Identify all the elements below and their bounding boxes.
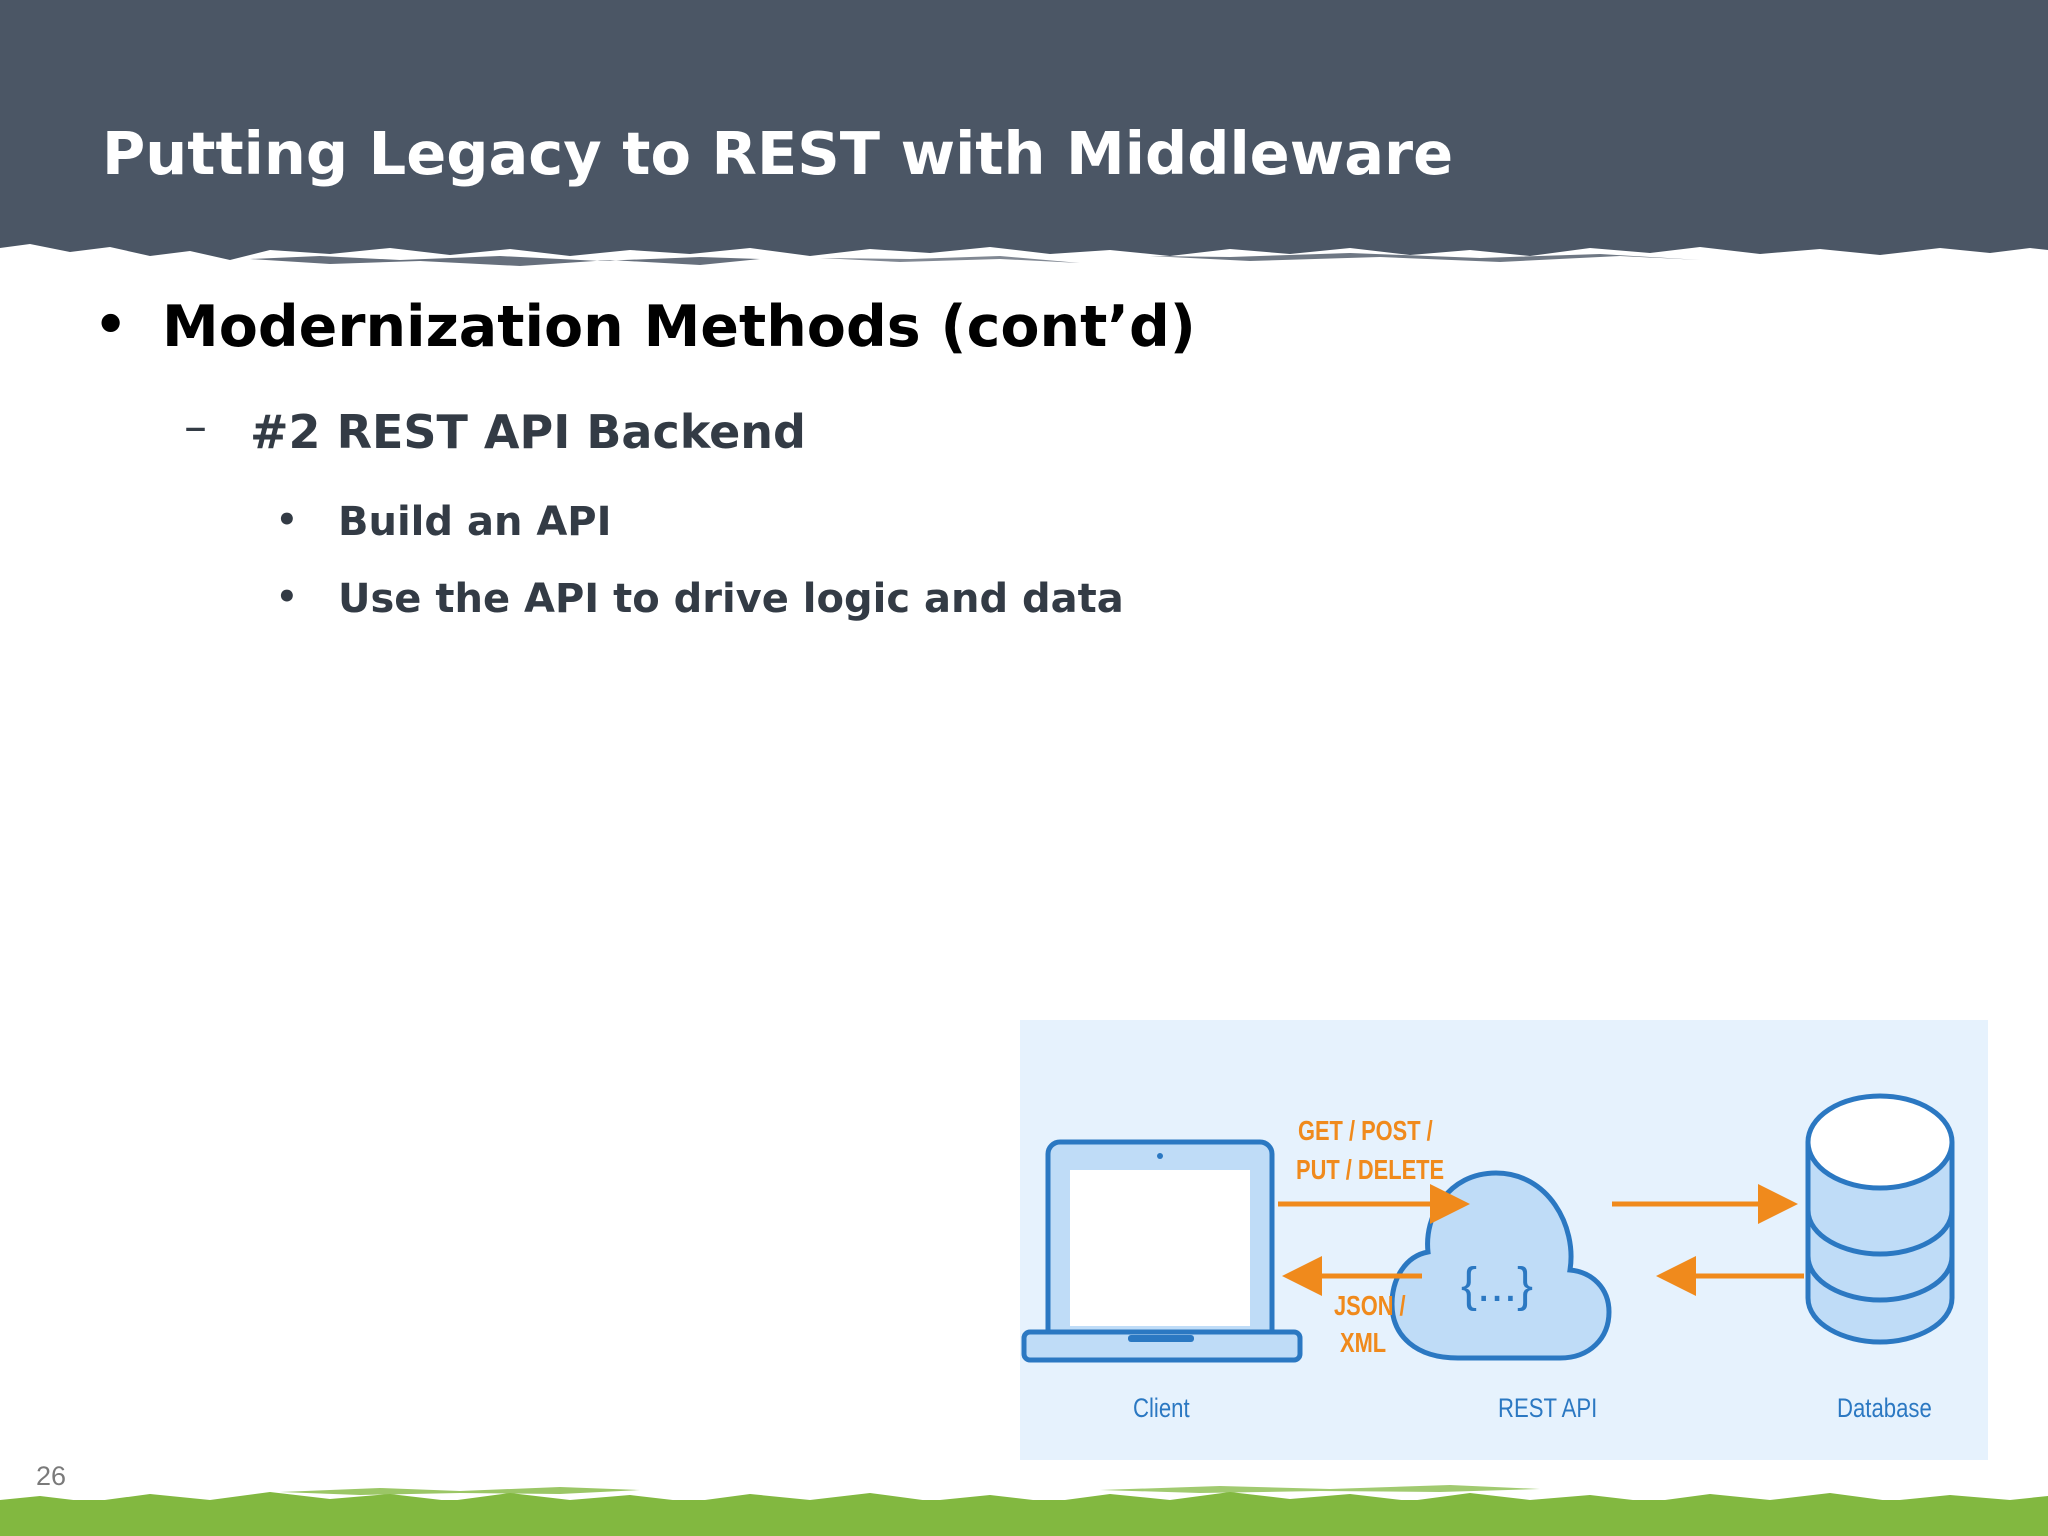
page-number: 26	[36, 1461, 67, 1491]
response-formats-label-line1: JSON /	[1334, 1290, 1406, 1321]
client-label: Client	[1133, 1393, 1190, 1423]
sub-sub-bullet-text: Use the API to drive logic and data	[338, 576, 1124, 622]
sub-sub-bullet-text: Build an API	[338, 499, 612, 545]
header-band	[0, 0, 2048, 236]
footer-band	[0, 1500, 2048, 1536]
bullet-marker: •	[94, 295, 128, 355]
json-braces-symbol: {...}	[1461, 1259, 1534, 1312]
database-label: Database	[1837, 1393, 1932, 1423]
slide-title: Putting Legacy to REST with Middleware	[102, 119, 1454, 188]
bullet-marker: •	[276, 500, 298, 540]
laptop-icon	[1021, 1139, 1303, 1363]
request-methods-label-line2: PUT / DELETE	[1296, 1154, 1445, 1185]
header-torn-edge	[0, 226, 2048, 266]
rest-api-diagram: GET / POST / PUT / DELETE JSON / XML {..…	[1020, 1020, 1988, 1460]
database-icon	[1805, 1093, 1955, 1345]
dash-marker: –	[184, 399, 207, 453]
request-methods-label-line1: GET / POST /	[1298, 1115, 1433, 1146]
rest-api-label: REST API	[1498, 1393, 1598, 1423]
bullet-text: Modernization Methods (cont’d)	[162, 294, 1196, 360]
response-formats-label-line2: XML	[1340, 1327, 1387, 1358]
sub-bullet-text: #2 REST API Backend	[250, 405, 806, 459]
diagram-graphics	[1021, 1093, 1955, 1363]
bullet-marker: •	[276, 577, 298, 617]
